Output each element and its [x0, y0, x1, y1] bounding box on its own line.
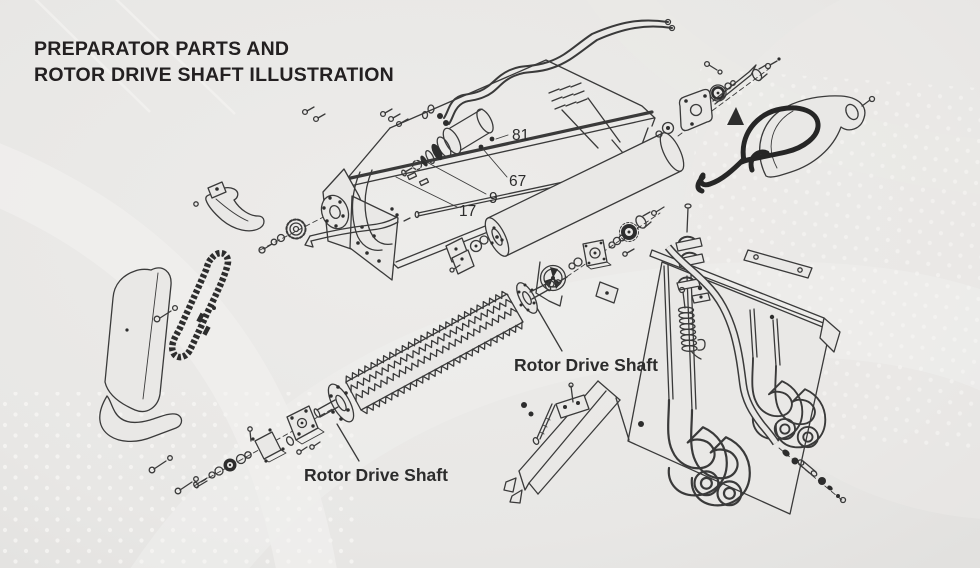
- smooth-roller: [484, 132, 685, 257]
- housing-frame: [301, 59, 659, 281]
- coupling-gear: [411, 159, 423, 171]
- washer: [608, 241, 616, 249]
- drive-sprocket: [258, 211, 334, 254]
- hub-flange: [469, 239, 483, 253]
- disc: [661, 121, 675, 135]
- rubber-strap: [695, 105, 821, 194]
- rotor-flange-near: [313, 383, 355, 423]
- frame-top-rail: [344, 110, 654, 181]
- drive-chain: [169, 249, 232, 361]
- spout-plate: [555, 394, 590, 419]
- idler-wheel: [535, 261, 567, 307]
- flange-plate-mid: [582, 239, 612, 270]
- washer: [655, 130, 663, 138]
- spout-assembly: [503, 380, 630, 504]
- washer: [276, 233, 286, 243]
- hydraulic-hoses: [421, 18, 676, 126]
- title-line-2: ROTOR DRIVE SHAFT ILLUSTRATION: [34, 64, 394, 86]
- label-rotor-drive-shaft-lower: Rotor Drive Shaft: [304, 465, 448, 485]
- louver-vents: [548, 82, 588, 110]
- washer: [573, 257, 583, 267]
- rotor-flange-far: [516, 280, 555, 314]
- annotation-upper-leader: [536, 307, 563, 352]
- hose-fittings: [421, 18, 676, 126]
- callout-81-leader: [495, 134, 509, 140]
- callout-67-leader: [482, 148, 508, 178]
- callout-17: 17: [459, 203, 476, 220]
- washer: [568, 262, 576, 270]
- callout-67: 67: [509, 173, 526, 190]
- washer: [270, 238, 278, 246]
- shield-bolt: [868, 95, 876, 103]
- mount-bracket-left: [193, 181, 265, 232]
- spout-bolt: [532, 403, 556, 445]
- panel-face: [627, 261, 831, 515]
- roller-mount-plates: [445, 235, 489, 275]
- tine-hooks: [663, 264, 827, 507]
- end-cap: [751, 64, 768, 82]
- mount-bracket: [247, 426, 287, 463]
- frame-screws: [301, 106, 409, 128]
- chain-master-link: [202, 325, 211, 336]
- washer: [479, 235, 489, 245]
- callout-9-leader: [420, 158, 487, 195]
- cover-screw: [153, 304, 179, 323]
- warning-triangle-icon: [727, 107, 744, 125]
- page-title: PREPARATOR PARTS AND ROTOR DRIVE SHAFT I…: [34, 36, 394, 88]
- callout-17-leader: [395, 176, 458, 208]
- frame-end-flange: [320, 194, 350, 230]
- callout-81: 81: [512, 127, 529, 144]
- guard-strip: [99, 395, 199, 495]
- callout-9: 9: [489, 190, 498, 207]
- title-line-1: PREPARATOR PARTS AND: [34, 38, 290, 60]
- panel-bolt: [638, 421, 644, 427]
- chain-master-link: [196, 312, 205, 323]
- guard-screws: [148, 455, 199, 495]
- callouts: 81 67 9 17: [395, 127, 529, 220]
- bolt-head: [258, 246, 266, 254]
- drive-motor: [401, 108, 494, 187]
- annotation-lower-leader: [336, 423, 360, 462]
- callout-81-point: [489, 136, 495, 142]
- tension-spring: [677, 286, 706, 360]
- hose-right: [664, 244, 780, 446]
- flat-bar: [743, 249, 813, 279]
- washer: [214, 466, 224, 476]
- callout-67-point: [478, 144, 484, 150]
- gearbox-flange-plate: [286, 405, 325, 445]
- annotations: Rotor Drive Shaft Rotor Drive Shaft: [304, 307, 658, 485]
- bearing-kit-top-right: [655, 57, 781, 138]
- bearing-kit-mid: [535, 206, 665, 307]
- bearing-kit-left: [193, 405, 335, 489]
- flange-plate-top: [678, 88, 713, 132]
- washer: [244, 451, 252, 459]
- hopper-panel: [595, 249, 841, 515]
- end-cap: [635, 211, 652, 229]
- spiked-rotor: [313, 280, 555, 423]
- hydraulic-fittings: [778, 447, 847, 504]
- chain-guard-cover: [104, 267, 179, 413]
- sprocket-mid: [619, 222, 639, 242]
- panel-corner-cap: [819, 317, 841, 353]
- washer: [235, 453, 247, 465]
- bent-strip: [304, 216, 399, 248]
- label-rotor-drive-shaft-upper: Rotor Drive Shaft: [514, 355, 658, 375]
- bearing: [223, 458, 237, 472]
- washer: [208, 471, 216, 479]
